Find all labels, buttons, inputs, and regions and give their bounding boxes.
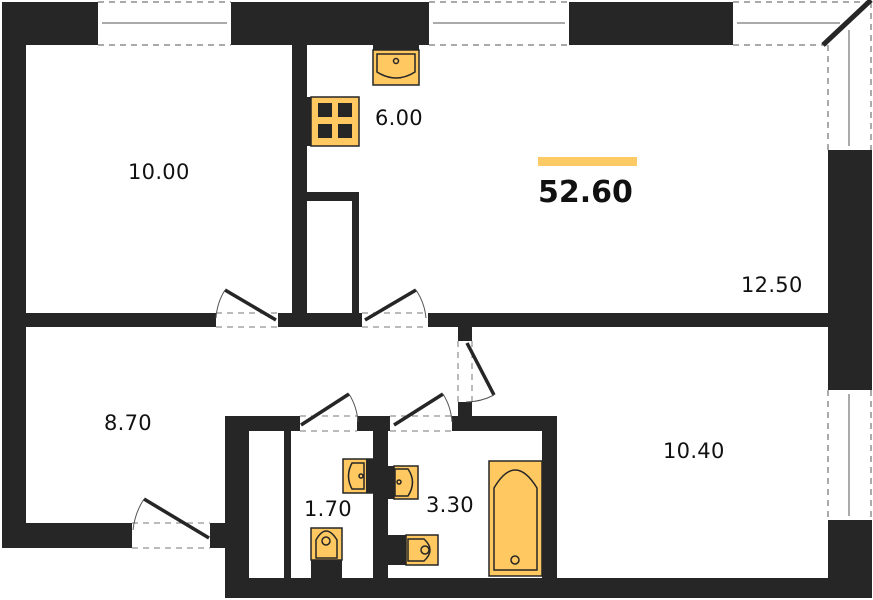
total-area-accent-bar xyxy=(538,157,637,166)
room-area-living-room: 12.50 xyxy=(741,273,803,297)
room-area-toilet: 1.70 xyxy=(304,497,352,521)
door-icon xyxy=(362,288,428,328)
room-area-kitchen: 6.00 xyxy=(375,106,423,130)
fixtures xyxy=(307,45,543,578)
window-icon xyxy=(98,1,231,46)
bathroom-sink-icon xyxy=(388,465,419,500)
doors xyxy=(132,288,496,549)
room-area-hallway: 8.70 xyxy=(104,411,152,435)
toilet-sink-icon xyxy=(342,458,374,494)
bathroom-toilet-icon xyxy=(388,534,439,566)
window-icon xyxy=(733,0,873,150)
window-icon xyxy=(827,390,872,520)
door-icon xyxy=(215,288,278,328)
stove-icon xyxy=(307,96,360,147)
toilet-icon xyxy=(310,527,343,578)
windows xyxy=(98,0,873,520)
window-icon xyxy=(429,1,569,46)
door-icon xyxy=(132,497,210,549)
room-area-bedroom-1: 10.00 xyxy=(128,160,190,184)
door-icon xyxy=(457,341,496,403)
bathtub-icon xyxy=(488,460,543,577)
kitchen-sink-icon xyxy=(372,45,420,86)
door-icon xyxy=(300,392,359,432)
total-area: 52.60 xyxy=(538,175,633,210)
door-icon xyxy=(390,392,453,432)
room-area-bathroom: 3.30 xyxy=(426,493,474,517)
room-area-bedroom-2: 10.40 xyxy=(663,439,725,463)
